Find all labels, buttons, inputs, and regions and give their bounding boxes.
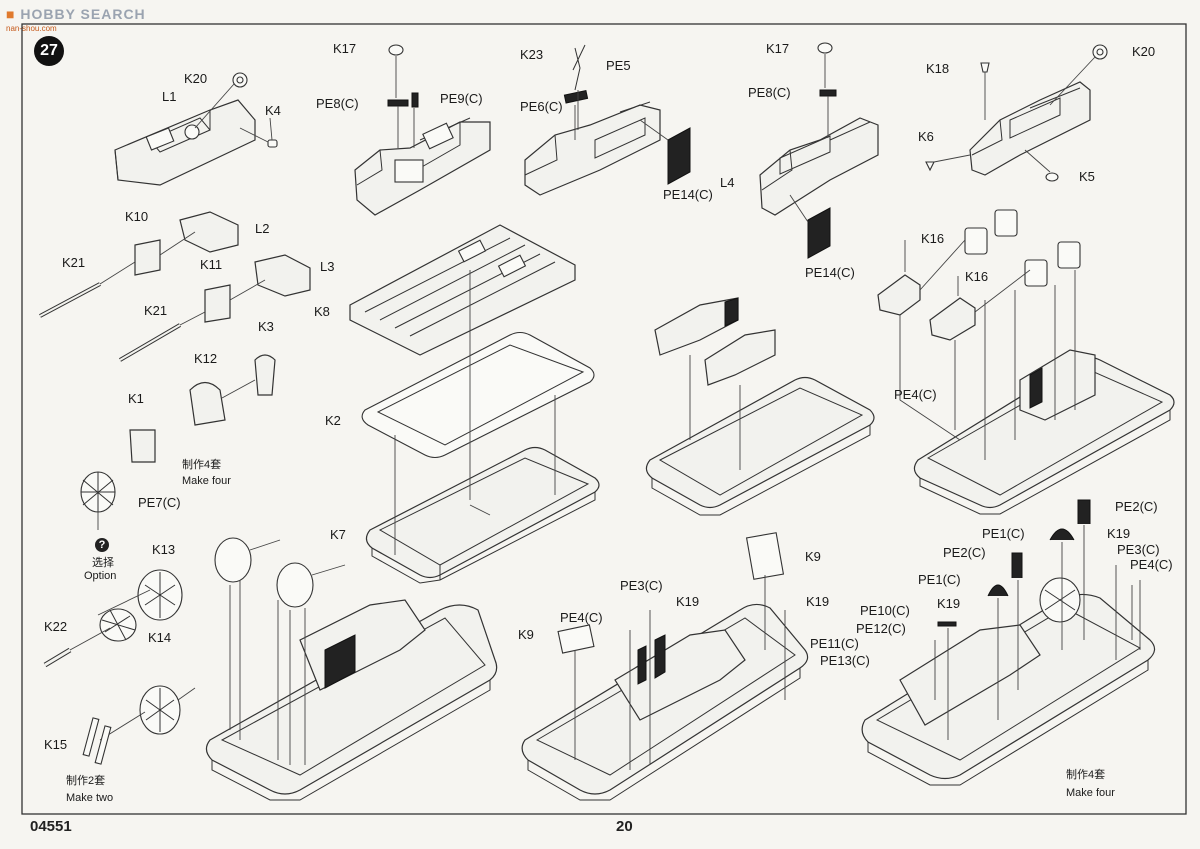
label-pe5: PE5	[606, 58, 631, 73]
label-pe1: PE1(C)	[982, 526, 1025, 541]
label-pe3: PE3(C)	[620, 578, 663, 593]
kit-code: 04551	[30, 818, 72, 835]
label-k3: K3	[258, 319, 274, 334]
part-k21-rod-lower	[118, 311, 206, 362]
label-k19: K19	[937, 596, 961, 611]
hull-assembly-bottom-left	[205, 537, 498, 801]
part-k18-k20-superstructure	[925, 44, 1108, 182]
part-k12-k3-k1	[129, 354, 276, 463]
hull-assembly-bottom-right	[861, 499, 1156, 786]
part-k8-deck	[349, 224, 576, 356]
label-k22: K22	[44, 619, 68, 634]
note-make-two: Make two	[66, 792, 114, 804]
label-k16: K16	[921, 231, 945, 246]
part-l4-superstructure	[759, 42, 879, 259]
watermark-logo: ■ HOBBY SEARCH	[6, 6, 146, 22]
hull-assembly-right	[877, 209, 1175, 515]
label-pe3: PE3(C)	[1117, 542, 1160, 557]
label-k20: K20	[1132, 44, 1156, 59]
label-k6: K6	[918, 129, 934, 144]
label-k19: K19	[1107, 526, 1131, 541]
watermark-url: nan-shou.com	[6, 24, 57, 33]
hull-assembly-bottom-center	[521, 532, 809, 801]
label-k4: K4	[265, 103, 281, 118]
part-k15-fan	[82, 685, 196, 765]
part-pe5-pe6-superstructure	[524, 44, 691, 196]
label-l2: L2	[255, 221, 270, 236]
part-k10-l2	[134, 211, 239, 276]
label-k2: K2	[325, 413, 341, 428]
label-k14: K14	[148, 630, 172, 645]
label-k11: K11	[200, 257, 223, 272]
label-pe6: PE6(C)	[520, 99, 563, 114]
part-k21-rod-upper	[39, 261, 136, 318]
note-make-four: Make four	[1066, 787, 1115, 799]
label-k9: K9	[518, 627, 534, 642]
label-k18: K18	[926, 61, 950, 76]
label-l4: L4	[720, 175, 735, 190]
label-pe4: PE4(C)	[1130, 557, 1173, 572]
label-l3: L3	[320, 259, 335, 274]
part-k2-frame	[361, 331, 595, 459]
label-pe8: PE8(C)	[748, 85, 791, 100]
label-pe1: PE1(C)	[918, 572, 961, 587]
label-pe2: PE2(C)	[943, 545, 986, 560]
label-k13: K13	[152, 542, 176, 557]
hull-assembly-center	[645, 297, 875, 516]
label-k21: K21	[62, 255, 86, 270]
label-k15: K15	[44, 737, 68, 752]
part-l1-superstructure	[114, 72, 278, 186]
label-pe2: PE2(C)	[1115, 499, 1158, 514]
label-k10: K10	[125, 209, 149, 224]
label-l1: L1	[162, 89, 177, 104]
step-number-badge: 27	[34, 36, 64, 66]
note-make-four: Make four	[182, 475, 231, 487]
note-make-four-cn: 制作4套	[182, 459, 222, 471]
option-mark: ?	[95, 538, 109, 552]
label-pe13: PE13(C)	[820, 653, 870, 668]
label-k19: K19	[676, 594, 700, 609]
label-k19: K19	[806, 594, 830, 609]
label-pe11: PE11(C)	[810, 636, 859, 651]
label-pe4: PE4(C)	[560, 610, 603, 625]
label-pe14: PE14(C)	[805, 265, 855, 280]
page-number: 20	[616, 818, 633, 835]
label-pe10: PE10(C)	[860, 603, 910, 618]
part-pe7-dish	[80, 471, 116, 530]
label-k21: K21	[144, 303, 168, 318]
label-pe4: PE4(C)	[894, 387, 937, 402]
note-option: Option	[84, 570, 117, 582]
label-k9: K9	[805, 549, 821, 564]
label-k7: K7	[330, 527, 346, 542]
part-pe8-pe9-superstructure	[354, 44, 491, 216]
label-k5: K5	[1079, 169, 1095, 184]
note-make-two-cn: 制作2套	[66, 775, 106, 787]
label-pe14: PE14(C)	[663, 187, 713, 202]
label-k20: K20	[184, 71, 208, 86]
label-k17: K17	[766, 41, 790, 56]
label-pe7: PE7(C)	[138, 495, 181, 510]
part-k13-k14-fan	[43, 569, 183, 668]
label-pe12: PE12(C)	[856, 621, 906, 636]
label-k1: K1	[128, 391, 144, 406]
part-k11-l3	[204, 254, 311, 323]
label-k16: K16	[965, 269, 989, 284]
note-option-cn: 选择	[92, 557, 114, 569]
label-pe8: PE8(C)	[316, 96, 359, 111]
note-make-four-cn: 制作4套	[1066, 769, 1106, 781]
part-k7-hull	[365, 270, 600, 584]
label-k23: K23	[520, 47, 544, 62]
label-k17: K17	[333, 41, 357, 56]
label-pe9: PE9(C)	[440, 91, 483, 106]
label-k12: K12	[194, 351, 218, 366]
label-k8: K8	[314, 304, 330, 319]
